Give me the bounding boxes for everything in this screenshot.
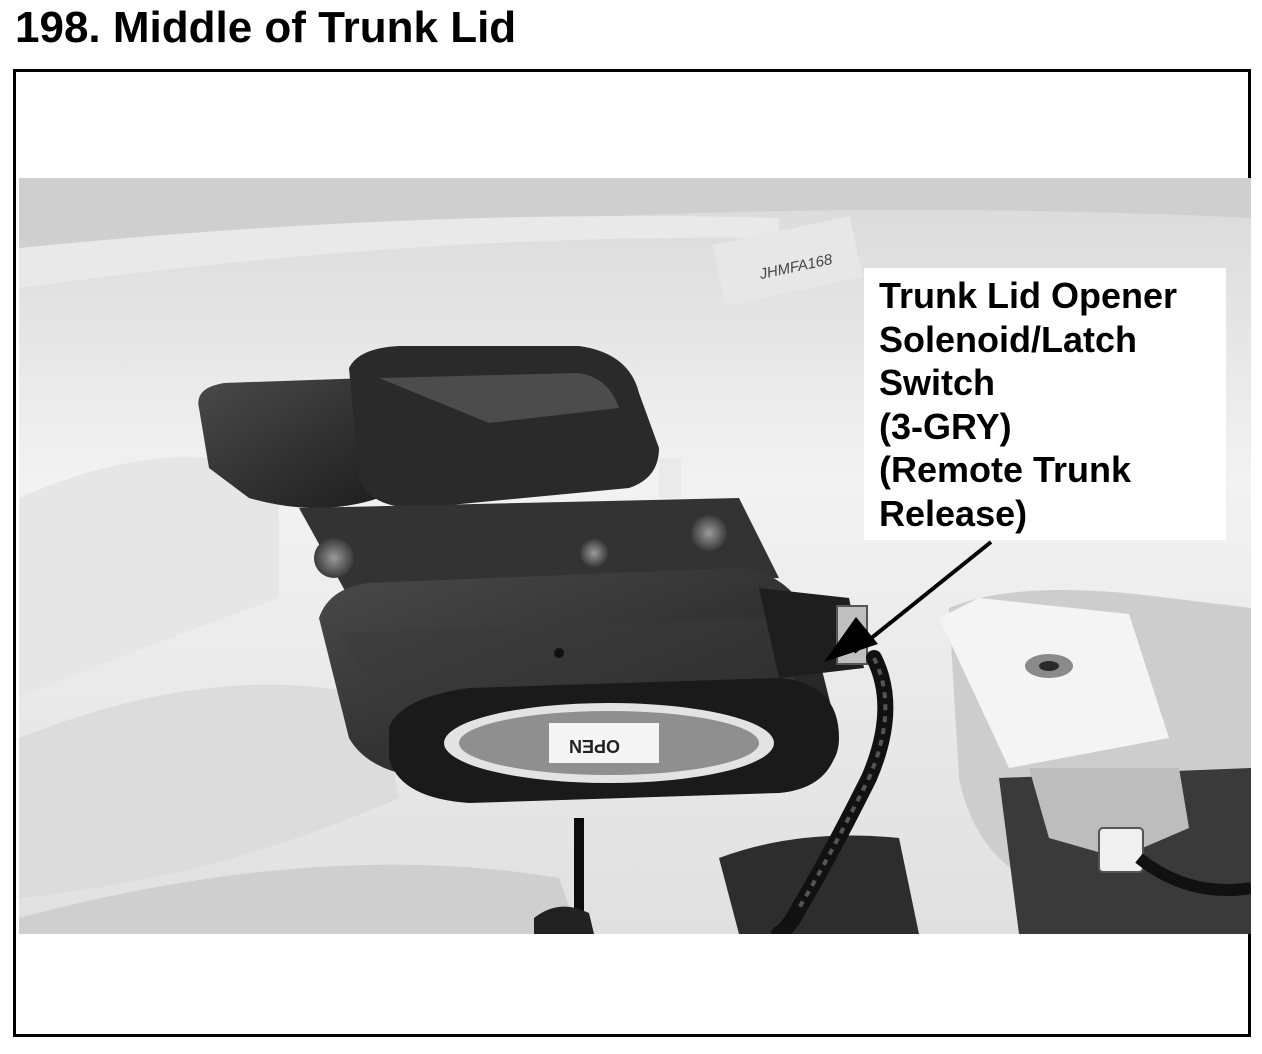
callout-line: (3-GRY) xyxy=(879,405,1012,447)
callout-label-box: Trunk Lid Opener Solenoid/Latch Switch (… xyxy=(864,268,1226,540)
callout-line: Release) xyxy=(879,492,1028,534)
callout-label: Trunk Lid Opener Solenoid/Latch Switch (… xyxy=(879,274,1177,535)
callout-line: (Remote Trunk xyxy=(879,449,1132,490)
callout-line: Solenoid/Latch xyxy=(879,318,1138,360)
release-lever-label: OPEN xyxy=(569,736,620,756)
figure-frame: JHMFA168 xyxy=(13,69,1251,1037)
page-title: 198. Middle of Trunk Lid xyxy=(15,3,517,52)
callout-line: Switch xyxy=(879,362,996,403)
callout-line: Trunk Lid Opener xyxy=(879,275,1178,316)
